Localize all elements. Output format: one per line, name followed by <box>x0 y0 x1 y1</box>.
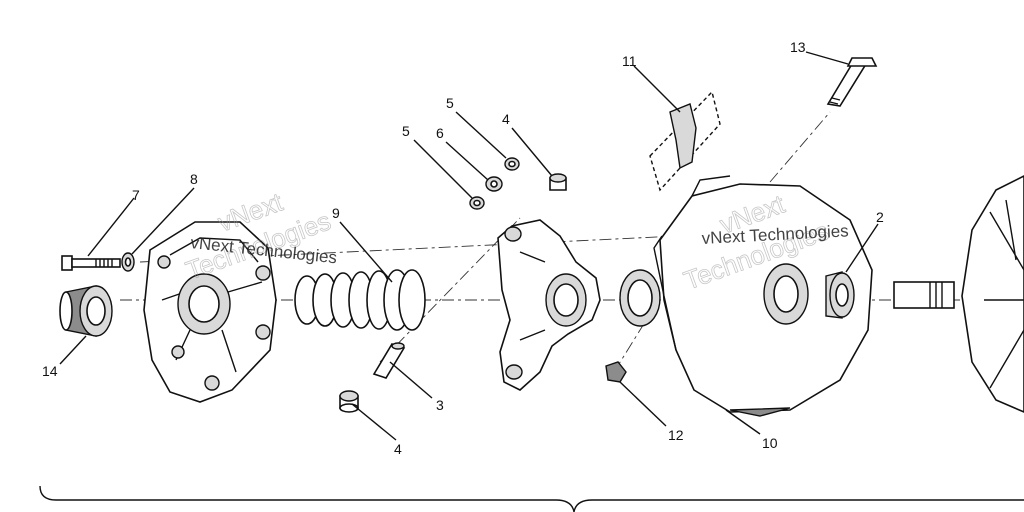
callout-14: 14 <box>42 363 58 379</box>
callout-7: 7 <box>132 187 140 203</box>
callout-3: 3 <box>436 397 444 413</box>
callout-6: 6 <box>436 125 444 141</box>
callout-10: 10 <box>762 435 778 451</box>
callout-9: 9 <box>332 205 340 221</box>
cover-plate <box>143 221 277 403</box>
part-4-roller-lower <box>339 390 359 413</box>
part-6-spacer <box>485 176 503 192</box>
callout-11: 11 <box>622 53 637 69</box>
part-14-bushing <box>59 285 113 337</box>
callout-4-upper: 4 <box>502 111 510 127</box>
fixed-sheave-shaft <box>893 175 1024 413</box>
part-11-cam-weight <box>649 90 721 192</box>
part-9-spring <box>294 269 426 331</box>
callout-5-right: 5 <box>446 95 454 111</box>
callout-12: 12 <box>668 427 684 443</box>
part-8-washer <box>121 252 135 272</box>
callout-labels: 7 8 14 9 3 4 5 6 5 4 11 13 2 12 10 <box>42 39 884 457</box>
leader-lines <box>59 51 879 441</box>
part-5-washer-right <box>504 157 520 171</box>
part-13-bolt <box>826 57 878 107</box>
callout-5-left: 5 <box>402 123 410 139</box>
spider <box>497 219 601 391</box>
part-10-movable-sheave <box>653 175 873 417</box>
part-12-nut <box>605 361 627 383</box>
callout-8: 8 <box>190 171 198 187</box>
part-4-roller-upper <box>549 173 567 191</box>
part-5-washer-left <box>469 196 485 210</box>
part-7-bolt <box>61 255 121 271</box>
assembly-brace <box>39 485 1024 512</box>
spacer-ring <box>619 269 661 327</box>
callout-4-lower: 4 <box>394 441 402 457</box>
part-2-bushing <box>825 271 855 319</box>
callout-2: 2 <box>876 209 884 225</box>
callout-13: 13 <box>790 39 806 55</box>
part-3-pin <box>372 342 406 379</box>
